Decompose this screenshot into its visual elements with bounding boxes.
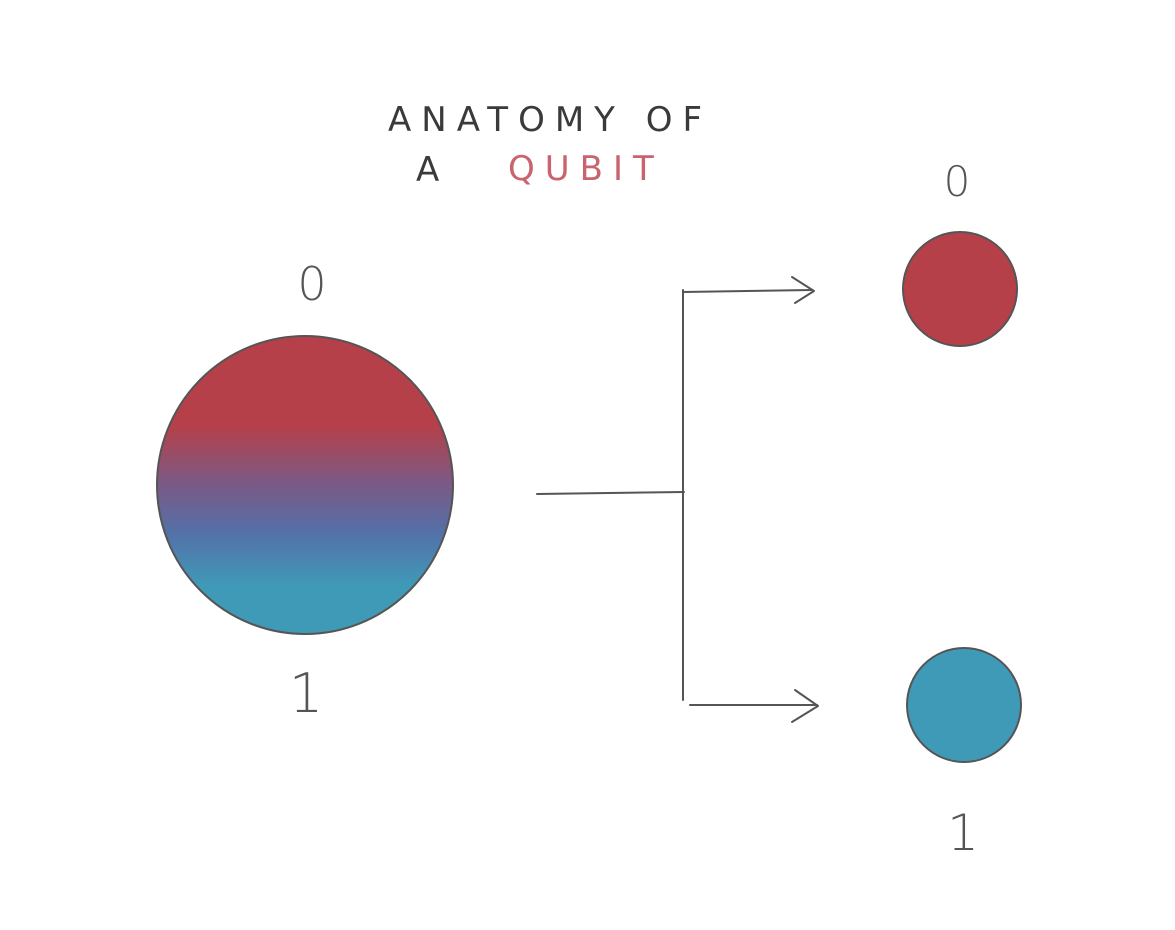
measurement-branch — [536, 276, 819, 723]
arrow-top-head — [791, 276, 815, 304]
title-qubit-word: QUBIT — [508, 149, 664, 189]
qubit-top-label: 0 — [297, 257, 326, 311]
superposition-qubit-sphere — [156, 335, 454, 635]
outcome-one-label: 1 — [947, 804, 979, 862]
branch-stem-line — [536, 491, 685, 495]
outcome-one-circle — [906, 647, 1022, 763]
arrow-bottom-head — [791, 689, 819, 723]
outcome-zero-circle — [902, 231, 1018, 347]
branch-top-line — [682, 289, 813, 293]
qubit-bottom-label: 1 — [289, 662, 323, 725]
title-line-2-prefix: A — [416, 150, 449, 190]
outcome-zero-label: 0 — [944, 157, 971, 206]
title-line-1: ANATOMY OF — [388, 100, 712, 140]
